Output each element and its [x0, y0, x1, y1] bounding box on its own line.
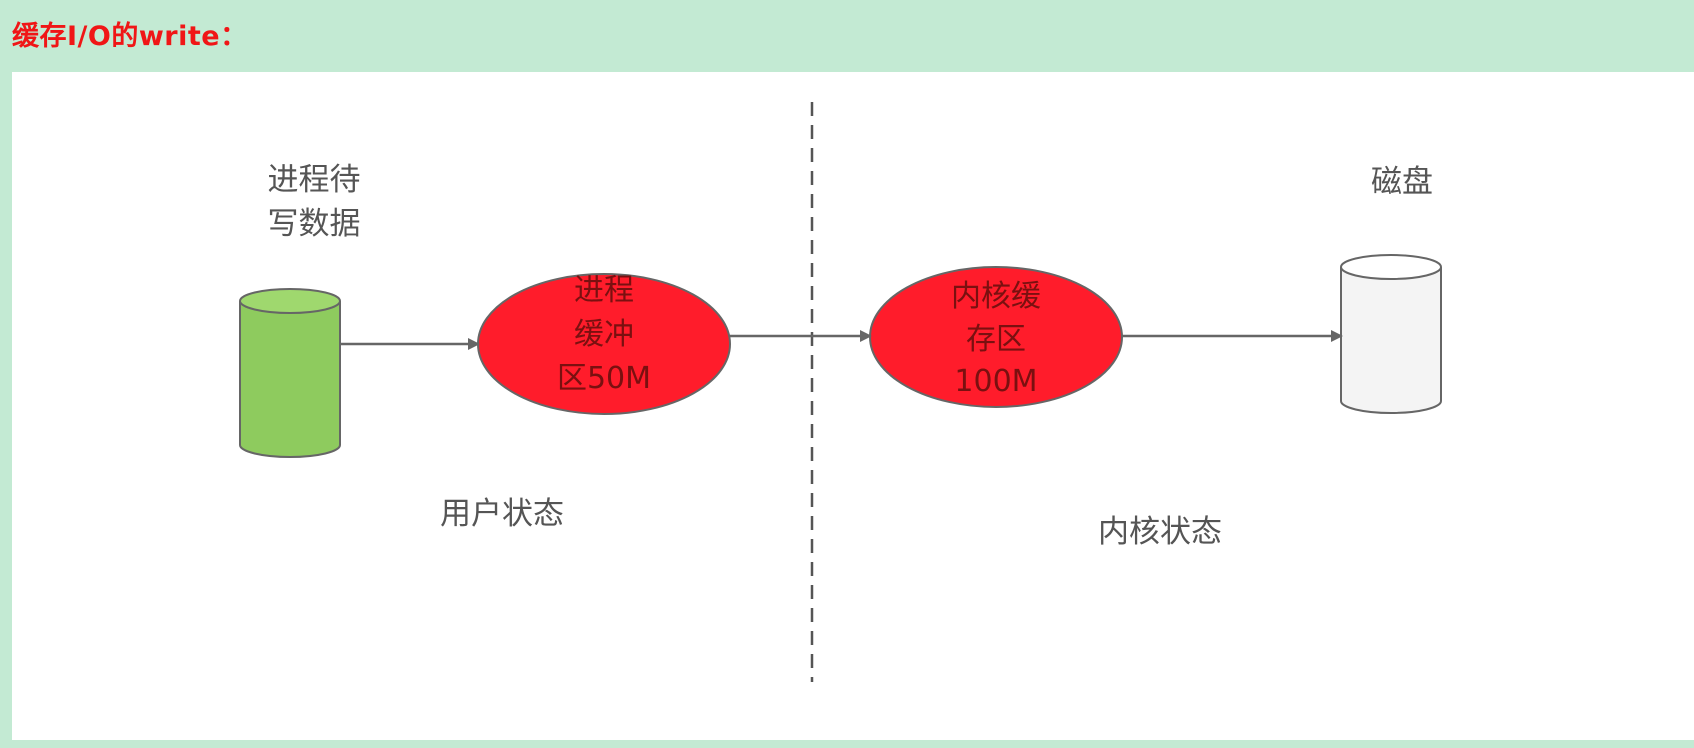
- source-data-cylinder: [239, 288, 341, 458]
- kernel-buffer-line-2: 存区: [966, 322, 1026, 357]
- process-buffer-line-2: 缓冲: [574, 317, 634, 352]
- page-heading: 缓存I/O的write：: [12, 21, 248, 52]
- diagram-panel: 进程待 写数据 进程 缓冲 区50M 内核缓 存区 100M 磁盘 用户状态 内…: [12, 72, 1694, 740]
- process-buffer-line-1: 进程: [574, 273, 634, 308]
- user-state-label: 用户状态: [440, 496, 564, 532]
- source-label-line-1: 进程待: [268, 162, 361, 198]
- disk-cylinder: [1340, 254, 1442, 414]
- source-label-line-2: 写数据: [268, 206, 361, 242]
- kernel-buffer-line-3: 100M: [954, 364, 1037, 399]
- write-flow-diagram: 进程待 写数据 进程 缓冲 区50M 内核缓 存区 100M 磁盘 用户状态 内…: [239, 102, 1442, 682]
- kernel-buffer-line-1: 内核缓: [951, 279, 1041, 314]
- disk-label: 磁盘: [1371, 164, 1433, 200]
- process-buffer-line-3: 区50M: [557, 361, 651, 396]
- kernel-state-label: 内核状态: [1098, 514, 1222, 550]
